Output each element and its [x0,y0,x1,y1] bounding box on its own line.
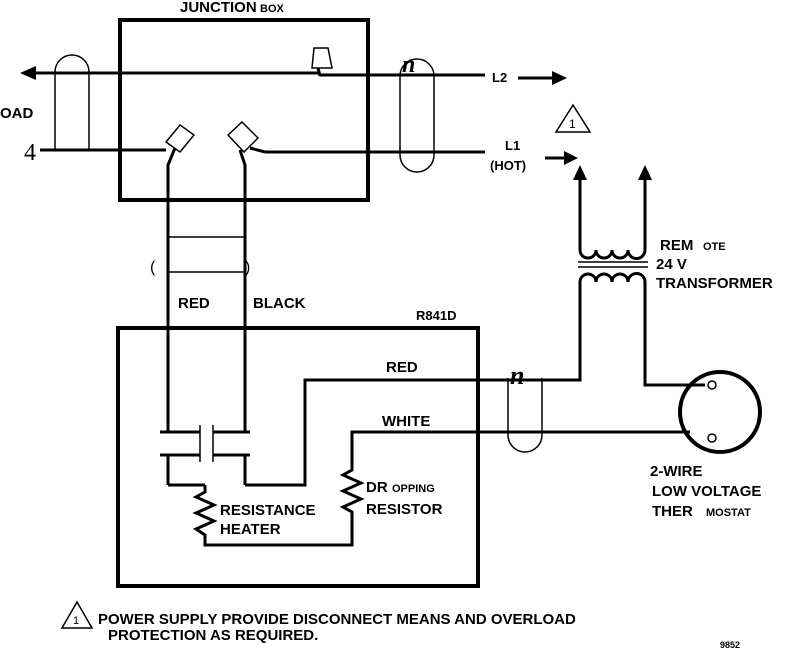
black-wire-down [238,149,247,432]
cable-paren-close: ) [245,259,250,276]
heater-label-line2: HEATER [220,521,281,538]
wire-nut-right-lead [249,146,266,154]
thermostat-icon [678,370,762,454]
r841d-box [116,326,480,588]
r841d-label: R841D [416,308,456,323]
figure-code: 9852 [720,640,740,650]
resistor-label-line2: RESISTOR [366,501,443,518]
cable-paren-open: ( [150,259,156,276]
footnote-line1: POWER SUPPLY PROVIDE DISCONNECT MEANS AN… [98,611,576,628]
heater-label-line1: RESISTANCE [220,502,316,519]
transformer-label-line2: 24 V [656,256,687,273]
warning-number: 1 [569,117,576,131]
transformer-label-big: REM [660,237,693,254]
thermostat-cable-loop [507,378,543,453]
line-cable-loop [399,58,435,173]
thermostat-terminal-top [707,380,717,390]
dropping-resistor-zigzag [339,430,690,520]
transformer-primary-coil [578,249,647,260]
l1-label: L1 [505,138,520,153]
transformer-arrow-left-icon [573,165,587,180]
load-cable-loop [54,54,90,150]
connector-mark-n-bottom: n [510,361,524,390]
connector-mark-n-top: n [402,52,415,78]
wire-nut-left [164,123,196,154]
load-label: OAD [0,105,34,122]
red-wire-right-label: RED [386,359,418,376]
wire-nut-top [311,47,333,69]
resistor-label-small: OPPING [392,483,435,495]
transformer-label-small: OTE [703,241,726,253]
wire-nut-right [226,120,260,154]
l1-hot-label: (HOT) [490,158,526,173]
white-wire-label: WHITE [382,413,430,430]
resistance-heater-zigzag [192,485,354,547]
transformer-secondary-right [643,282,705,387]
junction-box-label-suffix: BOX [260,3,285,15]
l2-arrow-icon [552,71,567,85]
junction-box-label: JUNCTION [180,0,257,16]
footnote-line2: PROTECTION AS REQUIRED. [108,627,318,644]
red-wire-label: RED [178,295,210,312]
red-wire-down [166,147,177,432]
wire-nut-top-lead [316,67,322,77]
warning-triangle-icon [554,103,592,133]
transformer-arrow-right-icon [638,165,652,180]
l2-label: L2 [492,70,507,85]
thermostat-label-line2: LOW VOLTAGE [652,483,761,500]
thermostat-label-big: THER [652,503,693,520]
footnote-warning-number: 1 [73,615,79,627]
thermostat-terminal-bottom [707,433,717,443]
load-arrow-icon [20,66,36,80]
load-marker: 4 [24,140,36,166]
l1-arrow-icon [564,151,578,165]
thermostat-label-line1: 2-WIRE [650,463,703,480]
footnote-warning-icon [60,600,94,629]
transformer-label-line3: TRANSFORMER [656,275,773,292]
transformer-secondary-coil [578,272,647,283]
resistor-label-big: DR [366,479,388,496]
black-wire-label: BLACK [253,295,306,312]
thermostat-label-small: MOSTAT [706,507,751,519]
red-wire-right [245,290,582,487]
